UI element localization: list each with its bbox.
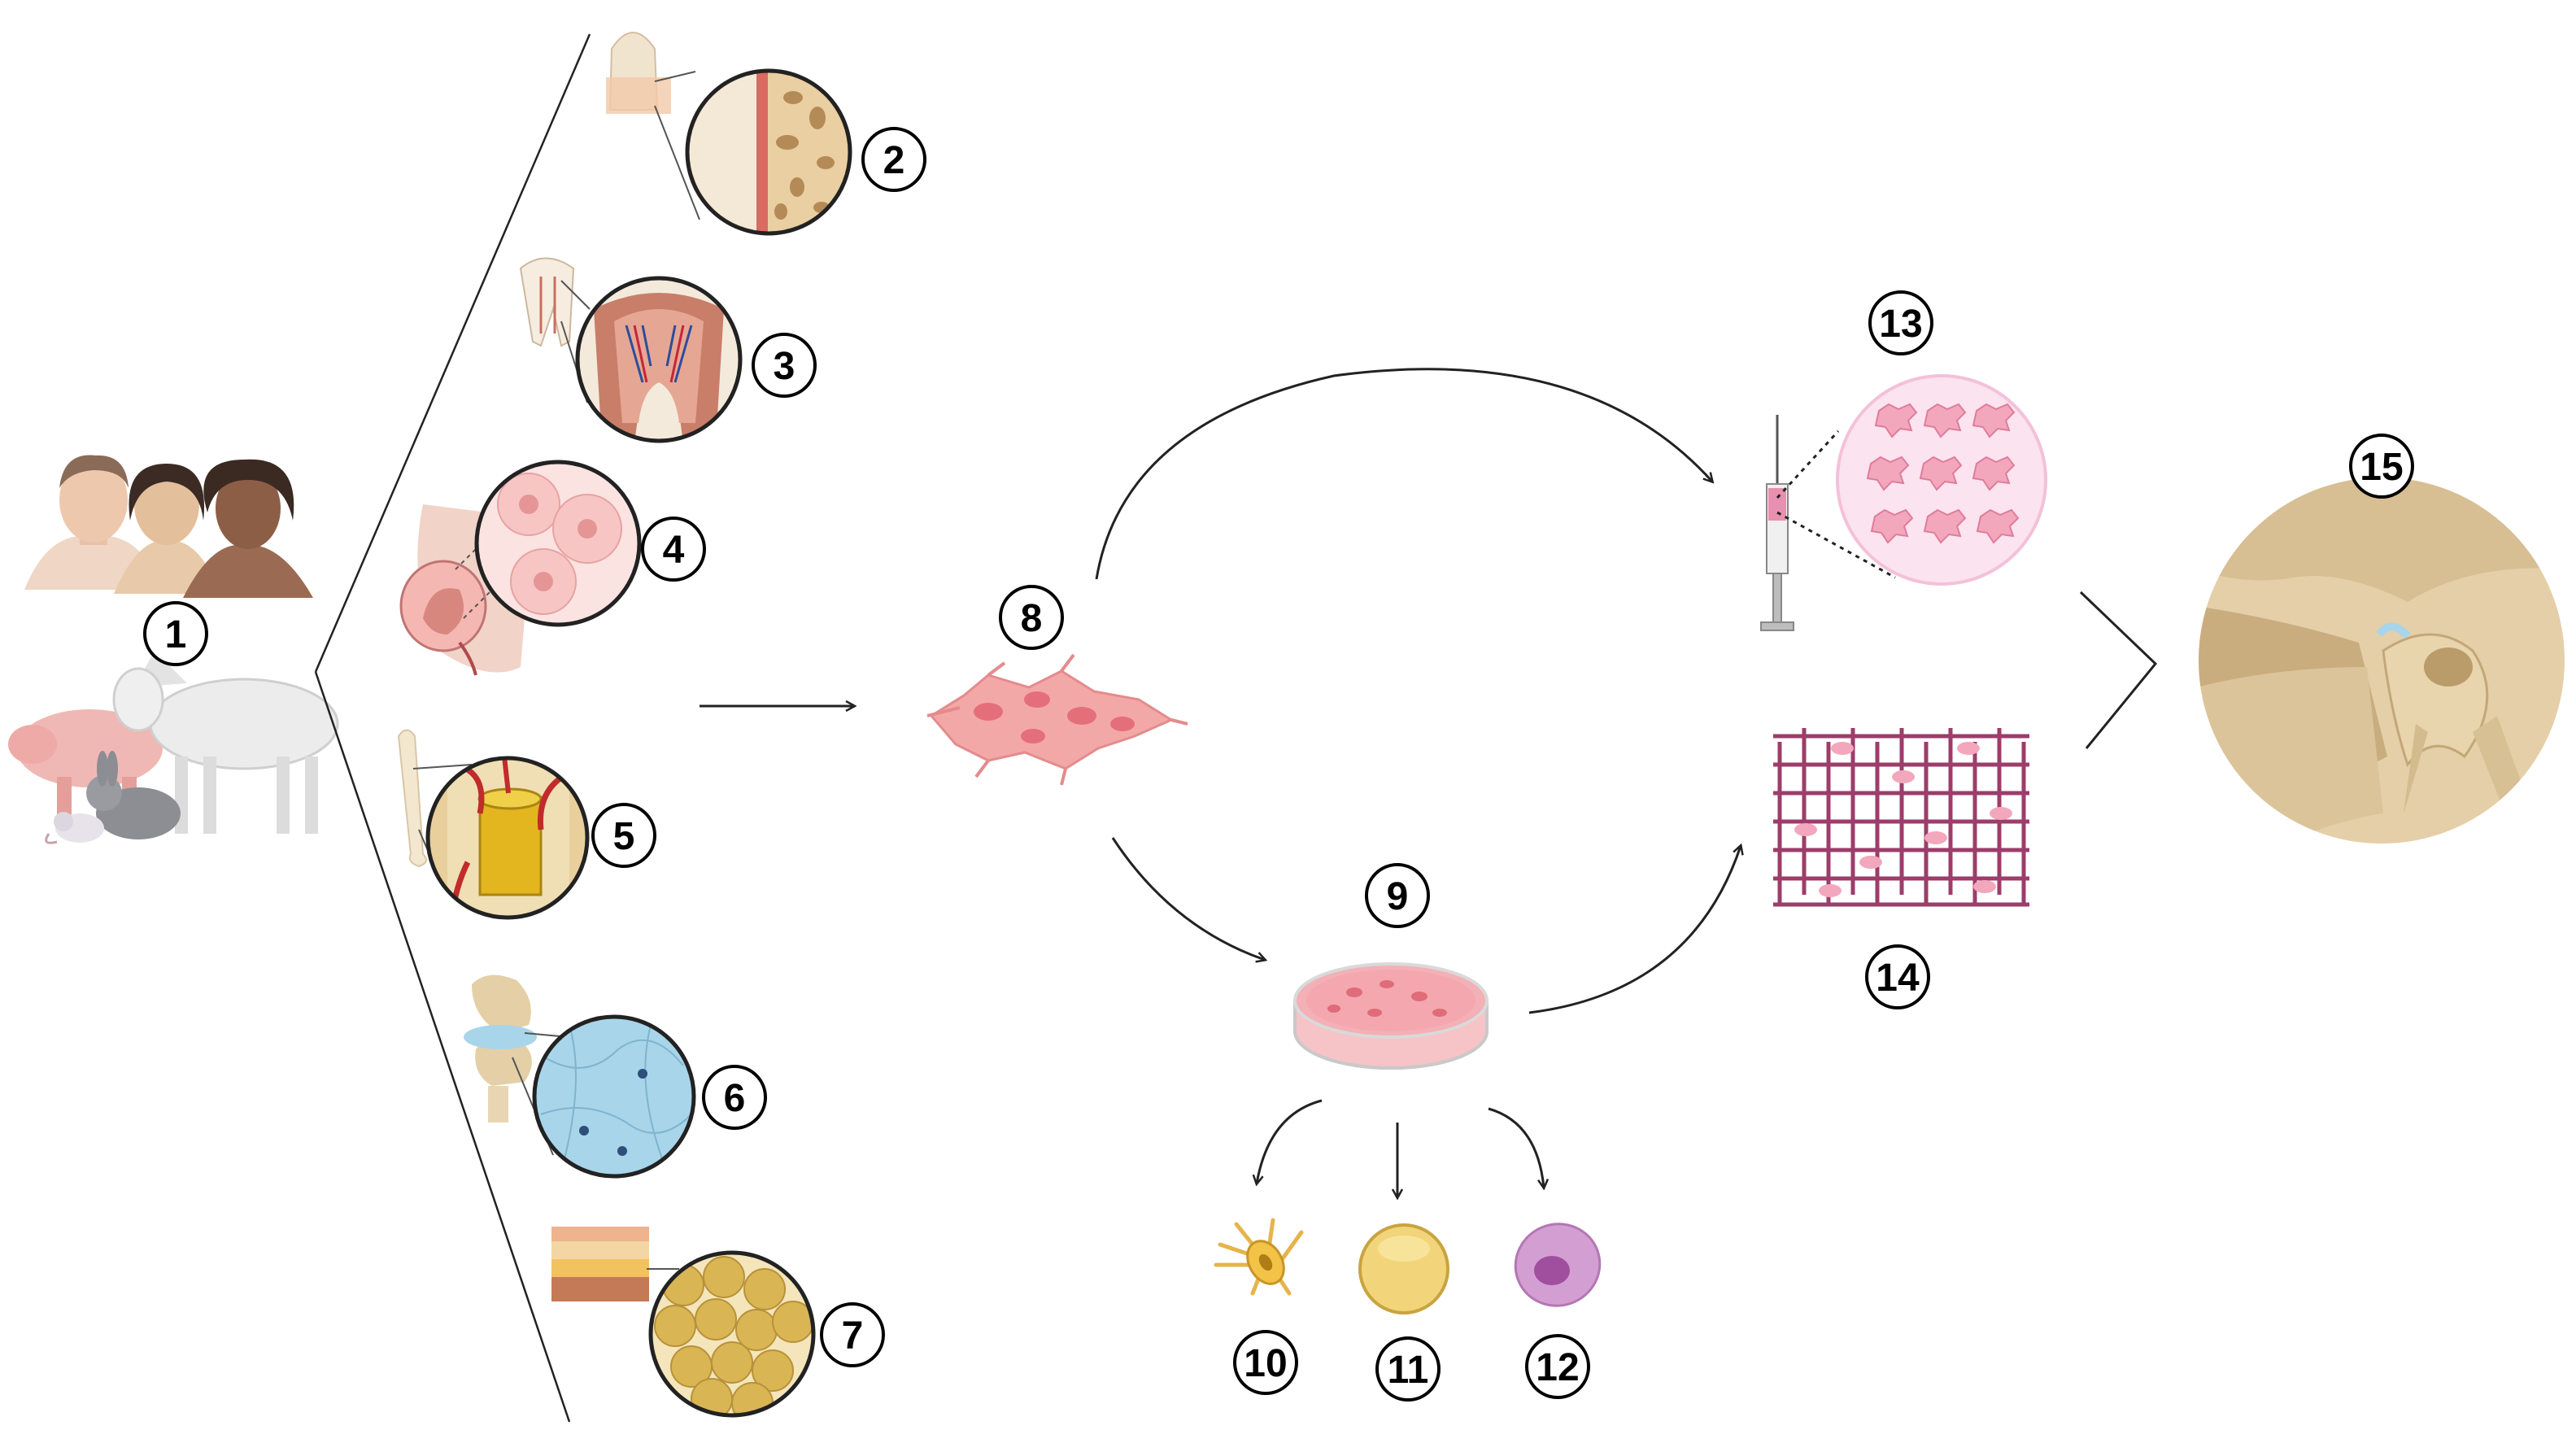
marker-15: 15 — [2349, 434, 2414, 499]
marker-10: 10 — [1233, 1330, 1298, 1395]
humans-icon — [24, 455, 313, 598]
svg-text:4: 4 — [663, 529, 685, 572]
svg-text:15: 15 — [2360, 446, 2403, 489]
svg-text:12: 12 — [1536, 1346, 1579, 1389]
syringe-injection-icon — [1760, 374, 2047, 631]
marker-14: 14 — [1865, 944, 1930, 1009]
tmj-joint-icon — [2197, 476, 2566, 845]
svg-text:1: 1 — [165, 613, 187, 656]
msc-cluster-icon — [926, 653, 1188, 786]
bone-marrow-tooth-icon — [606, 32, 852, 236]
svg-text:14: 14 — [1876, 957, 1920, 1000]
arrow-msc-to-culture — [1111, 837, 1265, 960]
dental-pulp-icon — [519, 257, 743, 443]
synovial-joint-icon — [464, 974, 696, 1179]
svg-text:2: 2 — [883, 139, 905, 182]
marker-5: 5 — [591, 803, 656, 868]
placenta-fetus-icon — [399, 460, 642, 676]
marker-4: 4 — [641, 517, 706, 582]
convergence-chevron — [2079, 591, 2158, 749]
marker-3: 3 — [752, 333, 817, 398]
arrow-culture-to-scaffold — [1528, 846, 1741, 1014]
svg-text:9: 9 — [1387, 875, 1409, 918]
fan-line-top — [314, 33, 591, 673]
adipocyte-icon — [1358, 1223, 1449, 1314]
marker-12: 12 — [1525, 1334, 1590, 1399]
fan-line-bottom — [314, 671, 571, 1423]
marker-2: 2 — [861, 127, 926, 192]
bone-marrow-femur-icon — [397, 729, 590, 920]
marker-11: 11 — [1375, 1336, 1441, 1402]
svg-text:11: 11 — [1388, 1349, 1429, 1392]
neuron-cell-icon — [1214, 1218, 1304, 1296]
adipose-tissue-icon — [551, 1227, 816, 1418]
marker-8: 8 — [999, 585, 1064, 650]
svg-text:7: 7 — [842, 1314, 864, 1358]
svg-text:8: 8 — [1021, 597, 1043, 640]
svg-text:10: 10 — [1244, 1342, 1287, 1385]
animals-icon — [8, 651, 339, 844]
culture-dish-icon — [1293, 962, 1489, 1070]
scaffold-grid-icon — [1773, 728, 2029, 907]
svg-text:5: 5 — [613, 815, 635, 858]
marker-13: 13 — [1868, 290, 1933, 355]
scaffold-cells — [1794, 742, 2012, 897]
marker-6: 6 — [702, 1065, 767, 1130]
arrow-to-osteoblast — [1488, 1107, 1544, 1188]
svg-text:6: 6 — [724, 1077, 746, 1120]
arrow-msc-to-injection — [1095, 368, 1712, 580]
osteoblast-cell-icon — [1514, 1223, 1602, 1307]
svg-text:3: 3 — [774, 345, 795, 388]
marker-1: 1 — [143, 601, 208, 666]
arrow-to-neuron — [1257, 1099, 1323, 1184]
marker-9: 9 — [1365, 863, 1430, 928]
marker-7: 7 — [820, 1302, 885, 1367]
svg-text:13: 13 — [1879, 303, 1922, 346]
